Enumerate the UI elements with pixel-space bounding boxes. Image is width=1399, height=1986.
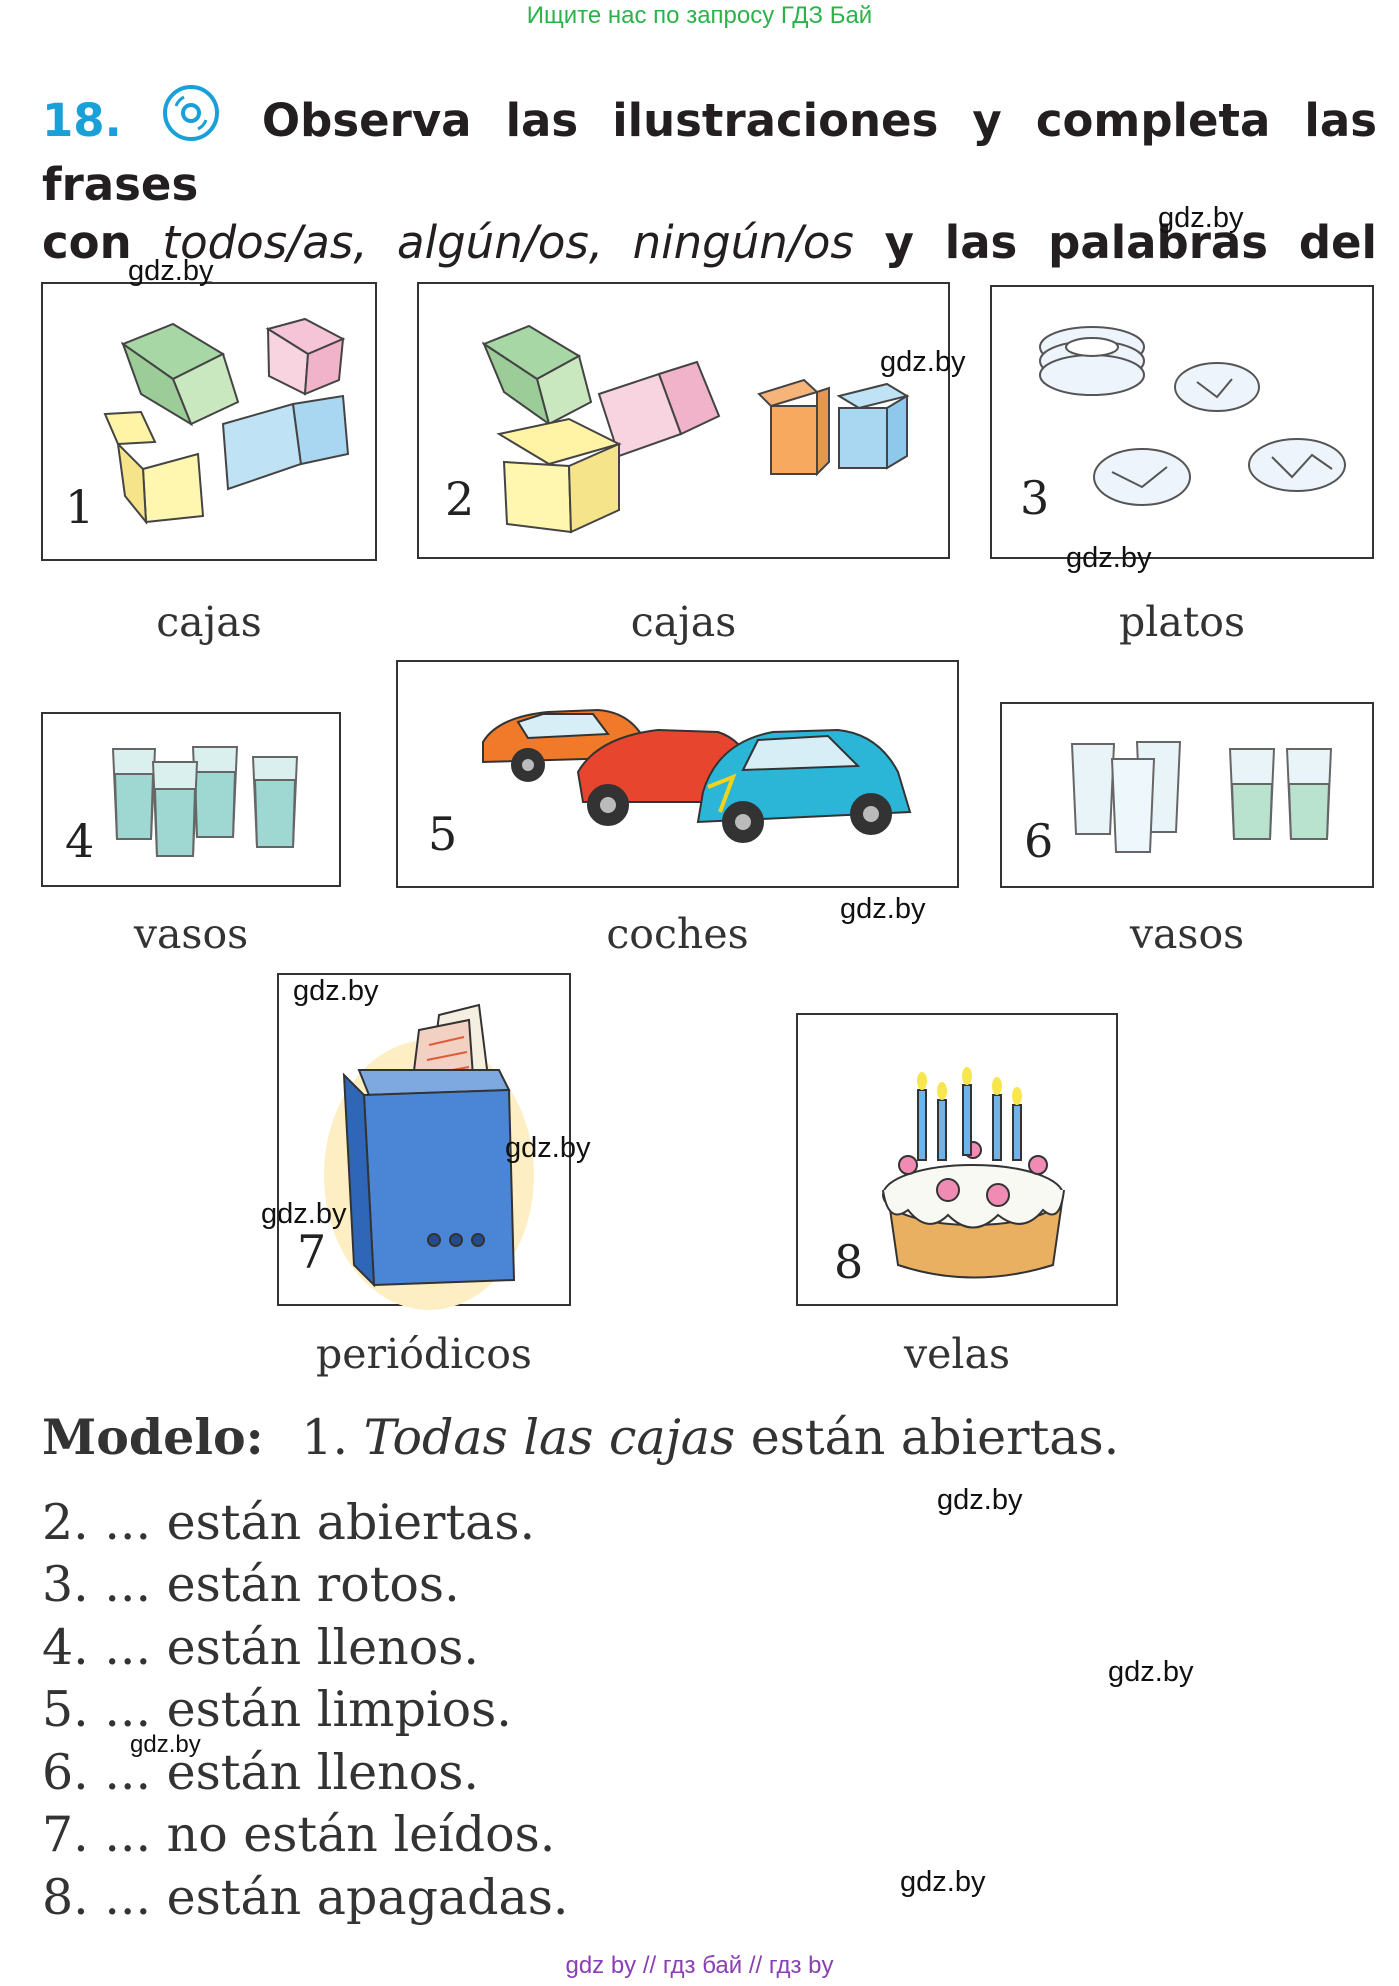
boxes-illustration xyxy=(481,324,910,534)
top-search-link[interactable]: Ищите нас по запросу ГДЗ Бай xyxy=(526,2,873,29)
sentence-4: 4. ... están llenos. xyxy=(42,1619,479,1676)
sentence-3: 3. ... están rotos. xyxy=(42,1556,460,1613)
picture-number: 2 xyxy=(445,472,475,526)
watermark: gdz.by xyxy=(130,1731,201,1758)
sentence-2: 2. ... están abiertas. xyxy=(42,1494,536,1551)
watermark: gdz.by xyxy=(1108,1656,1194,1688)
caption-3: platos xyxy=(1118,598,1245,646)
newspaper-bin-illustration xyxy=(324,1003,534,1310)
watermark: gdz.by xyxy=(900,1866,986,1898)
plates-illustration xyxy=(1039,326,1346,506)
watermark: gdz.by xyxy=(293,975,379,1007)
picture-number: 7 xyxy=(297,1225,327,1279)
heading-pronouns: todos/as, algún/os, ningún/os xyxy=(162,216,854,269)
watermark: gdz.by xyxy=(937,1484,1023,1516)
watermark: gdz.by xyxy=(261,1198,347,1230)
cars-illustration xyxy=(482,708,912,843)
picture-number: 6 xyxy=(1024,814,1054,868)
caption-8: velas xyxy=(903,1330,1011,1378)
picture-1-frame: 1 xyxy=(41,282,377,561)
picture-4-frame: 4 xyxy=(41,712,341,887)
picture-number: 5 xyxy=(428,807,458,861)
picture-number: 4 xyxy=(65,814,95,868)
model-label: Modelo: xyxy=(42,1408,264,1466)
watermark: gdz.by xyxy=(840,893,926,925)
caption-4: vasos xyxy=(133,910,249,958)
picture-number: 3 xyxy=(1020,471,1050,525)
model-sentence: Modelo: 1. Todas las cajas están abierta… xyxy=(42,1408,1119,1466)
picture-number: 1 xyxy=(65,480,95,534)
model-rest: están abiertas. xyxy=(750,1409,1120,1466)
watermark: gdz.by xyxy=(505,1132,591,1164)
watermark: gdz.by xyxy=(1158,202,1244,234)
model-number: 1. xyxy=(301,1409,349,1466)
caption-2: cajas xyxy=(630,598,737,646)
full-glasses-illustration xyxy=(111,746,299,857)
caption-6: vasos xyxy=(1129,910,1245,958)
picture-6-frame: 6 xyxy=(1000,702,1374,888)
caption-1: cajas xyxy=(156,598,262,646)
sentence-7: 7. ... no están leídos. xyxy=(42,1806,556,1863)
sentence-6: 6. ... están llenos. xyxy=(42,1744,479,1801)
picture-2-frame: 2 xyxy=(417,282,950,559)
picture-number: 8 xyxy=(834,1235,864,1289)
exercise-number: 18. xyxy=(42,94,122,147)
heading-con: con xyxy=(42,216,132,269)
picture-7-frame: 7 xyxy=(277,973,571,1310)
picture-3-frame: 3 xyxy=(990,285,1374,559)
model-italic: Todas las cajas xyxy=(363,1409,736,1466)
watermark: gdz.by xyxy=(128,255,214,287)
picture-8-frame: 8 xyxy=(796,1013,1118,1306)
heading-line-1: Observa las ilustraciones y completa las… xyxy=(42,94,1377,211)
footer-links[interactable]: gdz by // гдз бай // гдз by xyxy=(565,1952,834,1979)
birthday-cake-illustration xyxy=(882,1067,1065,1279)
heading-line-2-rest: y las palabras del xyxy=(884,216,1377,269)
glasses-illustration xyxy=(1070,741,1333,853)
sentence-5: 5. ... están limpios. xyxy=(42,1681,512,1738)
audio-cd-icon[interactable] xyxy=(162,84,220,156)
caption-5: coches xyxy=(606,910,749,958)
caption-7: periódicos xyxy=(316,1330,532,1378)
sentence-8: 8. ... están apagadas. xyxy=(42,1869,569,1926)
watermark: gdz.by xyxy=(1066,542,1152,574)
picture-5-frame: 5 xyxy=(396,660,959,888)
open-boxes-illustration xyxy=(103,317,350,526)
watermark: gdz.by xyxy=(880,346,966,378)
